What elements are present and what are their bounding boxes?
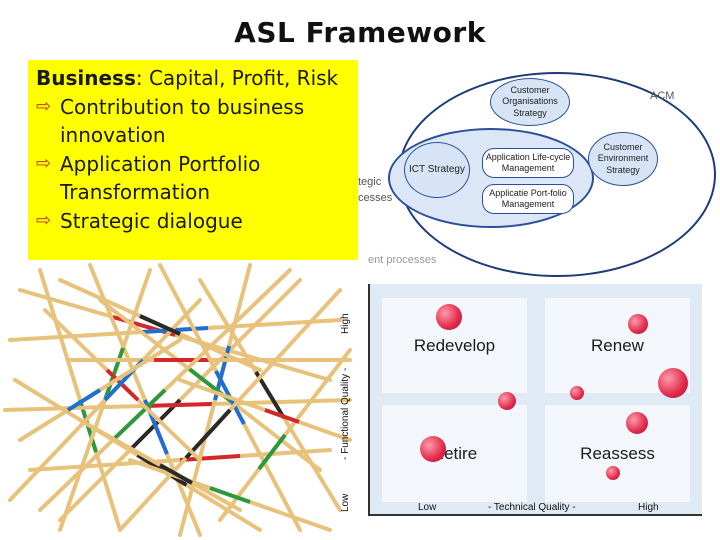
pickup-sticks-image — [0, 260, 360, 540]
application-dot — [658, 368, 688, 398]
y-axis-title: - Functional Quality - — [340, 367, 351, 460]
business-label: Business — [36, 66, 136, 90]
application-dot — [628, 314, 648, 334]
apm-box: Applicatie Port-folio Management — [482, 184, 574, 214]
application-dot — [420, 436, 446, 462]
arrow-icon: ⇨ — [36, 152, 52, 174]
application-dot — [606, 466, 620, 480]
pickup-stick-band — [159, 463, 193, 485]
x-axis-title: - Technical Quality - — [488, 502, 576, 513]
apm-label: Applicatie Port-folio Management — [489, 187, 567, 209]
redevelop-label: Redevelop — [413, 335, 496, 355]
pickup-stick-band — [105, 368, 140, 402]
pickup-stick-band — [139, 314, 181, 336]
reassess-label: Reassess — [580, 443, 655, 463]
pickup-stick-band — [179, 454, 241, 462]
processes-label-fragment: cesses — [358, 192, 393, 204]
y-axis-high: High — [340, 313, 351, 334]
quadrant-retire: Retire — [382, 405, 527, 502]
ict-strategy-label: ICT Strategy — [409, 163, 465, 175]
list-item-label: Contribution to business innovation — [60, 94, 305, 148]
list-item: ⇨ Application Portfolio Transformation — [36, 150, 350, 207]
pickup-stick-band — [142, 402, 213, 408]
acm-label: ACM — [650, 90, 675, 102]
arrow-icon: ⇨ — [36, 95, 52, 117]
y-axis-labels: Low - Functional Quality - High — [340, 284, 364, 516]
renew-label: Renew — [591, 335, 644, 355]
alm-label: Application Life-cycle Management — [485, 151, 571, 173]
customer-env-strategy-bubble: Customer Environment Strategy — [588, 132, 658, 186]
x-axis-low: Low — [418, 502, 437, 513]
business-line: Business: Capital, Profit, Risk — [36, 64, 350, 93]
list-item-label: Strategic dialogue — [60, 208, 243, 233]
application-dot — [498, 392, 516, 410]
list-item: ⇨ Strategic dialogue — [36, 207, 350, 236]
alm-box: Application Life-cycle Management — [482, 148, 574, 178]
application-dot — [570, 386, 584, 400]
pickup-stick-band — [184, 408, 232, 460]
list-item-label: Application Portfolio Transformation — [60, 151, 261, 205]
application-dot — [436, 304, 462, 330]
page-title: ASL Framework — [234, 16, 486, 49]
arrow-icon: ⇨ — [36, 209, 52, 231]
business-rest: : Capital, Profit, Risk — [135, 66, 339, 90]
x-axis-high: High — [638, 502, 659, 513]
asl-framework-diagram: ACM Customer Organisations Strategy ICT … — [300, 60, 720, 277]
strategic-label-fragment: tegic — [358, 176, 382, 188]
pickup-stick-band — [264, 408, 300, 424]
pickup-stick-band — [113, 388, 167, 440]
business-text-box: Business: Capital, Profit, Risk ⇨ Contri… — [28, 60, 358, 270]
application-dot — [626, 412, 648, 434]
quadrant-reassess: Reassess — [545, 405, 690, 502]
y-axis-low: Low — [340, 493, 351, 512]
mgmt-processes-label-fragment: ent processes — [368, 254, 437, 266]
customer-org-strategy-bubble: Customer Organisations Strategy — [490, 78, 570, 126]
pickup-stick-band — [257, 433, 287, 471]
pickup-stick-band — [209, 486, 251, 504]
customer-env-strategy-label: Customer Environment Strategy — [597, 142, 649, 175]
pickup-stick-band — [254, 370, 286, 420]
customer-org-strategy-label: Customer Organisations Strategy — [502, 85, 558, 118]
portfolio-quadrant-chart: Redevelop Renew Retire Reassess Low - Fu… — [340, 284, 702, 516]
pickup-stick-band — [66, 388, 102, 412]
ict-strategy-bubble: ICT Strategy — [404, 142, 470, 198]
list-item: ⇨ Contribution to business innovation — [36, 93, 350, 150]
pickup-sticks-drawing — [3, 263, 352, 537]
